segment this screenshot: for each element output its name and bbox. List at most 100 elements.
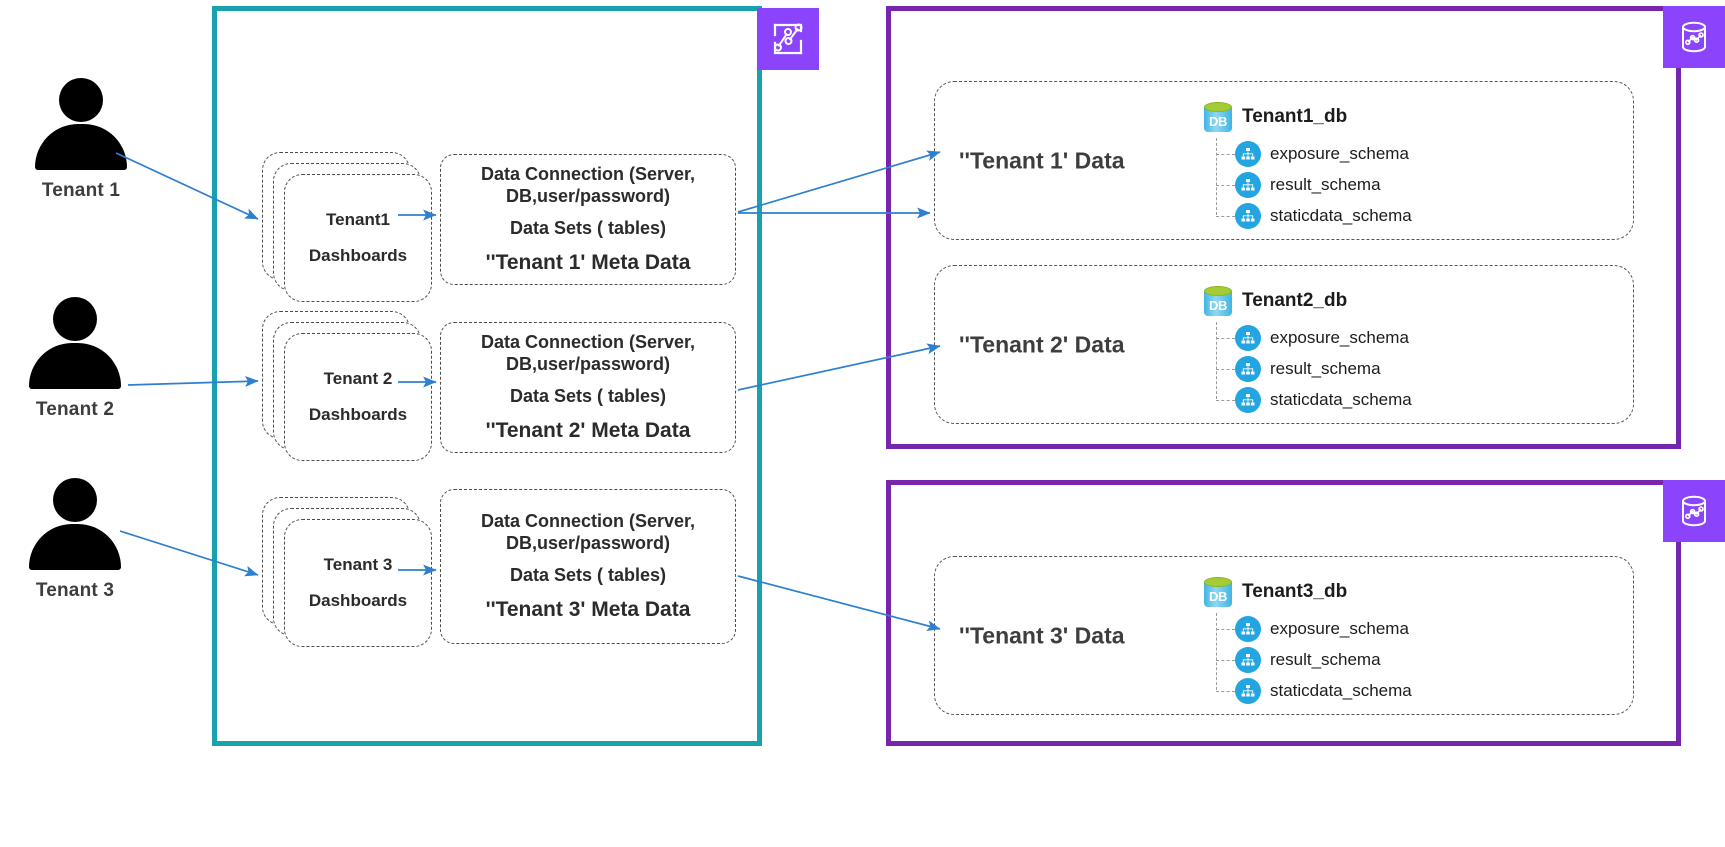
schema-icon <box>1235 386 1261 413</box>
schema-label: exposure_schema <box>1270 143 1409 163</box>
meta-data-title: ''Tenant 3' Meta Data <box>485 597 691 621</box>
data-card-title: ''Tenant 2' Data <box>959 331 1125 357</box>
schema-row[interactable]: result_schema <box>1216 353 1412 384</box>
data-card-tenant-1[interactable]: ''Tenant 1' Data DB Tenant1_db <box>934 81 1634 240</box>
schema-row[interactable]: exposure_schema <box>1216 613 1412 644</box>
schema-icon <box>1235 171 1261 198</box>
schema-label: result_schema <box>1270 174 1381 194</box>
database-group: DB Tenant1_db expo <box>1203 100 1412 231</box>
database-name: Tenant1_db <box>1242 106 1348 127</box>
dashboard-layer-front <box>284 174 432 302</box>
schema-label: result_schema <box>1270 649 1381 669</box>
dashboard-caption: Dashboards <box>308 246 408 265</box>
data-connection-text: Data Connection (Server, DB,user/passwor… <box>480 331 696 374</box>
data-sets-text: Data Sets ( tables) <box>509 564 667 585</box>
database-icon-top <box>1204 286 1232 296</box>
schema-label: exposure_schema <box>1270 618 1409 638</box>
line-chart-icon[interactable] <box>757 8 819 70</box>
actor-label: Tenant 3 <box>35 580 115 601</box>
data-connection-text: Data Connection (Server, DB,user/passwor… <box>480 510 696 553</box>
database-group: DB Tenant2_db expo <box>1203 284 1412 415</box>
metadata-box-tenant-1[interactable]: Data Connection (Server, DB,user/passwor… <box>440 154 736 285</box>
schema-icon <box>1235 140 1261 167</box>
schema-icon <box>1235 355 1261 382</box>
person-body <box>29 343 121 389</box>
schema-icon <box>1235 324 1261 351</box>
schema-icon <box>1235 646 1261 673</box>
database-name: Tenant2_db <box>1242 290 1348 311</box>
person-body <box>35 124 127 170</box>
schema-trunk-line <box>1216 138 1217 215</box>
database-group: DB Tenant3_db expo <box>1203 575 1412 706</box>
data-sets-text: Data Sets ( tables) <box>509 385 667 406</box>
schema-label: result_schema <box>1270 358 1381 378</box>
actor-tenant-3[interactable]: Tenant 3 <box>0 478 150 602</box>
schema-trunk-line <box>1216 322 1217 399</box>
dashboard-tenant-name: Tenant 2 <box>323 369 393 388</box>
database-icon-top <box>1204 102 1232 112</box>
database-name: Tenant3_db <box>1242 581 1348 602</box>
schema-icon <box>1235 677 1261 704</box>
person-head <box>59 78 103 122</box>
meta-data-title: ''Tenant 2' Meta Data <box>485 418 691 442</box>
schema-row[interactable]: exposure_schema <box>1216 138 1412 169</box>
schema-row[interactable]: staticdata_schema <box>1216 200 1412 231</box>
dashboard-layer-front <box>284 333 432 461</box>
schema-label: staticdata_schema <box>1270 680 1412 700</box>
schema-row[interactable]: staticdata_schema <box>1216 384 1412 415</box>
database-chart-icon[interactable] <box>1663 6 1725 68</box>
database-icon-label: DB <box>1209 298 1227 313</box>
actor-tenant-1[interactable]: Tenant 1 <box>6 78 156 202</box>
dashboard-layer-front <box>284 519 432 647</box>
schema-row[interactable]: result_schema <box>1216 644 1412 675</box>
schema-label: exposure_schema <box>1270 327 1409 347</box>
dashboard-tenant-name: Tenant 3 <box>323 555 393 574</box>
schema-icon <box>1235 615 1261 642</box>
metadata-box-tenant-2[interactable]: Data Connection (Server, DB,user/passwor… <box>440 322 736 453</box>
schema-row[interactable]: exposure_schema <box>1216 322 1412 353</box>
actor-tenant-2[interactable]: Tenant 2 <box>0 297 150 421</box>
meta-data-title: ''Tenant 1' Meta Data <box>485 250 691 274</box>
data-card-tenant-2[interactable]: ''Tenant 2' Data DB Tenant2_db <box>934 265 1634 424</box>
dashboard-caption: Dashboards <box>308 405 408 424</box>
person-head <box>53 478 97 522</box>
database-icon-label: DB <box>1209 114 1227 129</box>
database-header: DB Tenant1_db <box>1203 100 1412 134</box>
data-card-title: ''Tenant 1' Data <box>959 147 1125 173</box>
schema-list: exposure_schema result_schema <box>1203 613 1412 706</box>
database-icon: DB <box>1203 285 1233 317</box>
metadata-box-tenant-3[interactable]: Data Connection (Server, DB,user/passwor… <box>440 489 736 644</box>
actor-label: Tenant 2 <box>35 399 115 420</box>
dashboard-label-group: Tenant 3 Dashboards <box>284 519 432 647</box>
schema-label: staticdata_schema <box>1270 205 1412 225</box>
database-header: DB Tenant2_db <box>1203 284 1412 318</box>
database-icon-label: DB <box>1209 589 1227 604</box>
database-icon: DB <box>1203 101 1233 133</box>
database-chart-icon[interactable] <box>1663 480 1725 542</box>
schema-list: exposure_schema result_schema <box>1203 322 1412 415</box>
person-icon <box>35 78 127 170</box>
dashboard-caption: Dashboards <box>308 591 408 610</box>
data-connection-text: Data Connection (Server, DB,user/passwor… <box>480 163 696 206</box>
person-head <box>53 297 97 341</box>
person-body <box>29 524 121 570</box>
actor-label: Tenant 1 <box>41 180 121 201</box>
schema-row[interactable]: result_schema <box>1216 169 1412 200</box>
database-header: DB Tenant3_db <box>1203 575 1412 609</box>
person-icon <box>29 297 121 389</box>
schema-icon <box>1235 202 1261 229</box>
dashboard-stack-tenant-3[interactable]: Tenant 3 Dashboards <box>262 497 432 647</box>
dashboard-tenant-name: Tenant1 <box>326 210 390 229</box>
dashboard-stack-tenant-2[interactable]: Tenant 2 Dashboards <box>262 311 432 461</box>
data-sets-text: Data Sets ( tables) <box>509 217 667 238</box>
schema-trunk-line <box>1216 613 1217 690</box>
dashboard-stack-tenant-1[interactable]: Tenant1 Dashboards <box>262 152 432 302</box>
schema-row[interactable]: staticdata_schema <box>1216 675 1412 706</box>
database-icon-top <box>1204 577 1232 587</box>
data-card-tenant-3[interactable]: ''Tenant 3' Data DB Tenant3_db <box>934 556 1634 715</box>
person-icon <box>29 478 121 570</box>
data-card-title: ''Tenant 3' Data <box>959 622 1125 648</box>
schema-label: staticdata_schema <box>1270 389 1412 409</box>
database-icon: DB <box>1203 576 1233 608</box>
